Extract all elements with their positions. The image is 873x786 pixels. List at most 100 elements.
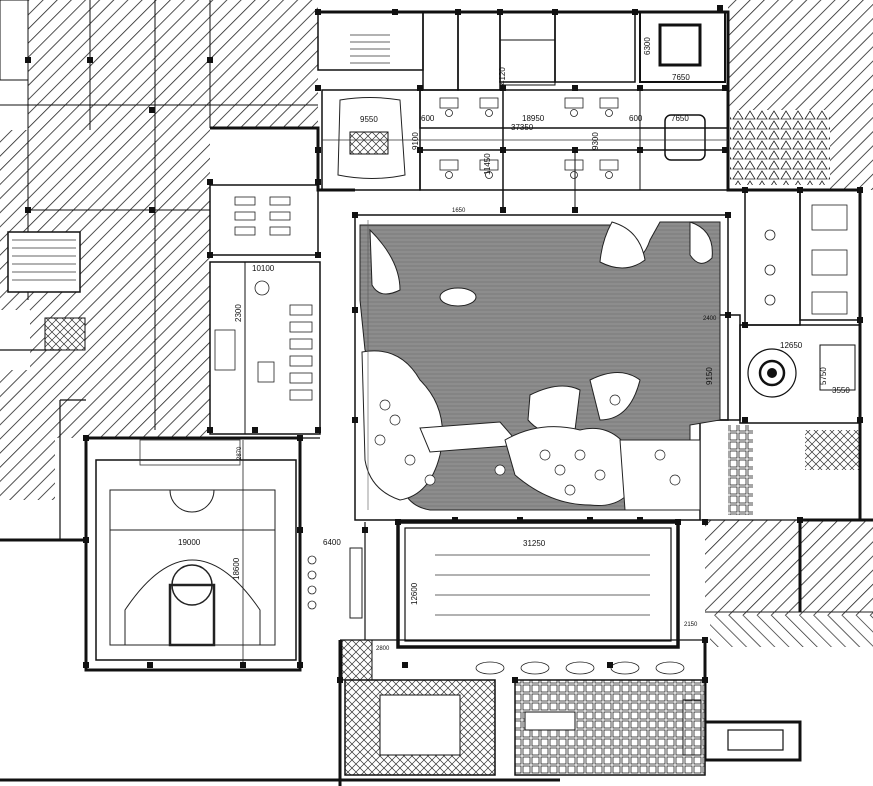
column [742, 322, 748, 328]
dim-10100: 10100 [252, 264, 275, 273]
column [607, 662, 613, 668]
dim-4120: 4120 [498, 67, 507, 85]
dim-9300: 9300 [591, 132, 600, 150]
column [207, 427, 213, 433]
column [742, 187, 748, 193]
column [362, 527, 368, 533]
column [315, 147, 321, 153]
column [637, 517, 643, 523]
column [149, 107, 155, 113]
column [252, 427, 258, 433]
dim-37350: 37350 [511, 123, 534, 132]
basketball-court [95, 439, 297, 665]
column [207, 57, 213, 63]
column [87, 57, 93, 63]
hatched-zones [0, 0, 873, 647]
dim-1650: 1650 [452, 208, 466, 214]
dim-11450: 11450 [483, 153, 492, 175]
column [452, 517, 458, 523]
column [392, 9, 398, 15]
column [297, 662, 303, 668]
column [297, 435, 303, 441]
internal-walls [0, 349, 800, 641]
column [857, 187, 863, 193]
dim-7650-mid: 7650 [671, 114, 689, 123]
dim-9100: 9100 [411, 132, 420, 150]
dimension-labels: 6300 4120 7650 9550 600 18950 37350 600 … [178, 37, 850, 652]
column [725, 212, 731, 218]
column [702, 677, 708, 683]
dim-31250: 31250 [523, 539, 546, 548]
column [500, 85, 506, 91]
column [742, 417, 748, 423]
column [587, 517, 593, 523]
dim-6400: 6400 [323, 538, 341, 547]
dim-2150: 2150 [684, 622, 698, 628]
dim-19000: 19000 [178, 538, 201, 547]
column [207, 252, 213, 258]
left-stair-block [0, 0, 86, 351]
column [147, 662, 153, 668]
column [149, 207, 155, 213]
column [637, 85, 643, 91]
column [337, 677, 343, 683]
column [632, 9, 638, 15]
column [315, 85, 321, 91]
column [717, 5, 723, 11]
dim-2870: 2870 [237, 446, 243, 460]
dim-3550: 3550 [832, 386, 850, 395]
column [722, 147, 728, 153]
dim-7650-top: 7650 [672, 73, 690, 82]
dim-5750: 5750 [819, 367, 828, 385]
column [25, 207, 31, 213]
column [702, 637, 708, 643]
column [402, 662, 408, 668]
column [722, 85, 728, 91]
column [240, 662, 246, 668]
column [83, 537, 89, 543]
dim-2400: 2400 [703, 316, 717, 322]
column [797, 187, 803, 193]
column [572, 207, 578, 213]
column [417, 147, 423, 153]
dim-9550: 9550 [360, 115, 378, 124]
column [315, 252, 321, 258]
dim-2300: 2300 [234, 304, 243, 322]
column [25, 57, 31, 63]
dim-600-b: 600 [629, 114, 643, 123]
column [857, 317, 863, 323]
column [395, 519, 401, 525]
column [725, 312, 731, 318]
column [572, 85, 578, 91]
column [702, 519, 708, 525]
column [637, 147, 643, 153]
column [83, 435, 89, 441]
column [352, 212, 358, 218]
column [315, 427, 321, 433]
column [857, 417, 863, 423]
courtyard [354, 214, 729, 521]
dim-18950: 18950 [522, 114, 545, 123]
column [297, 527, 303, 533]
column [517, 517, 523, 523]
column [675, 519, 681, 525]
column [497, 9, 503, 15]
dim-18600: 18600 [232, 557, 241, 580]
column [315, 9, 321, 15]
bottom-wing [341, 639, 784, 776]
column [417, 85, 423, 91]
structural-columns [25, 5, 863, 683]
column [83, 662, 89, 668]
column [500, 207, 506, 213]
swimming-pool [307, 520, 680, 649]
column [207, 179, 213, 185]
dim-9150: 9150 [705, 367, 714, 385]
column [552, 9, 558, 15]
column [797, 517, 803, 523]
column [455, 9, 461, 15]
dim-600-a: 600 [421, 114, 435, 123]
column [572, 147, 578, 153]
column [512, 677, 518, 683]
dim-6300: 6300 [643, 37, 652, 55]
